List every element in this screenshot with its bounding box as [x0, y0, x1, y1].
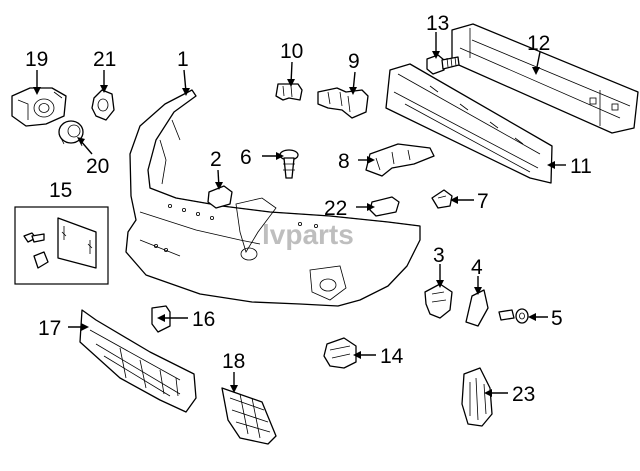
bracket-3-drawing [424, 283, 453, 319]
callout-3: 3 [433, 244, 445, 267]
clip-7-drawing [431, 189, 453, 209]
callout-12: 12 [527, 32, 550, 55]
watermark-text: lvparts [262, 219, 354, 250]
callout-23: 23 [512, 383, 535, 406]
park-assist-sensor-drawing [11, 87, 67, 127]
seal-drawing [465, 289, 489, 327]
callout-21: 21 [93, 48, 116, 71]
retainer-bracket-drawing [317, 87, 369, 119]
callout-1: 1 [177, 48, 189, 71]
callout-14: 14 [380, 345, 404, 368]
lower-grille-drawing [79, 309, 197, 413]
bolt-drawing [426, 54, 460, 75]
callout-5: 5 [551, 307, 563, 330]
bumper-cover-drawing [125, 89, 421, 307]
arrow-heads [33, 51, 555, 397]
side-retainer-drawing [365, 143, 435, 177]
bracket-10-drawing [275, 83, 303, 101]
energy-absorber-drawing [385, 63, 553, 184]
callout-10: 10 [280, 40, 303, 63]
callout-4: 4 [471, 256, 483, 279]
side-grille-drawing [221, 387, 277, 445]
callout-11: 11 [570, 155, 592, 178]
license-plate-kit-drawing [14, 206, 109, 285]
callout-22: 22 [324, 197, 347, 220]
callout-7: 7 [477, 190, 489, 213]
screw-drawing [498, 308, 529, 324]
bracket-14-drawing [323, 337, 357, 369]
callout-numbers: 1 2 3 4 5 6 7 8 9 10 11 12 13 14 15 16 1… [25, 12, 592, 406]
callout-8: 8 [338, 150, 350, 173]
clip-2-drawing [207, 185, 233, 209]
callout-17: 17 [38, 317, 61, 340]
push-retainer-drawing [279, 149, 299, 179]
callout-20: 20 [86, 155, 109, 178]
callout-15: 15 [49, 179, 72, 202]
callout-18: 18 [222, 350, 245, 373]
callout-19: 19 [25, 48, 48, 71]
callout-13: 13 [426, 12, 449, 35]
fog-lamp-bezel-drawing [461, 367, 493, 427]
sensor-retainer-drawing [58, 120, 84, 147]
callout-6: 6 [240, 146, 252, 169]
washer-cover-drawing [369, 196, 400, 217]
callout-2: 2 [210, 148, 222, 171]
sensor-bezel-drawing [91, 89, 115, 121]
callout-16: 16 [192, 308, 215, 331]
callout-9: 9 [348, 50, 360, 73]
